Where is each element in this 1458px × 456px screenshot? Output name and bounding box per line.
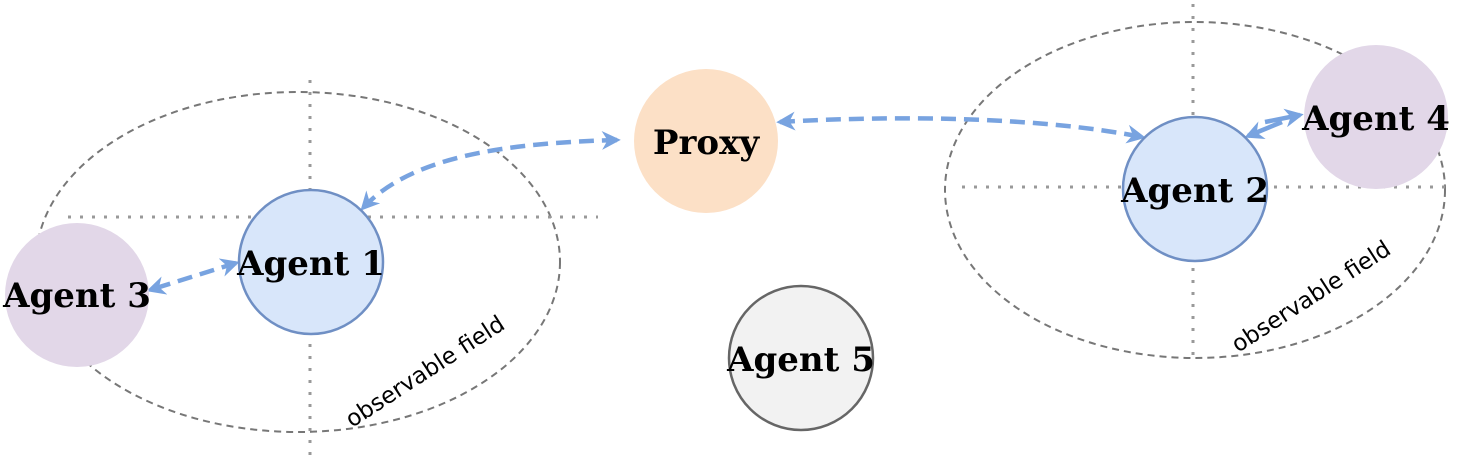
- node-agent3: Agent 3: [2, 223, 151, 367]
- communication-links: [146, 111, 1146, 295]
- node-agent1: Agent 1: [236, 188, 385, 336]
- node-agent1-label: Agent 1: [236, 244, 385, 284]
- node-agent2-circle: [1121, 115, 1269, 263]
- node-agent3-label: Agent 3: [2, 276, 151, 316]
- link-proxy-agent1: [360, 130, 621, 211]
- node-agent4-circle: [1304, 45, 1448, 189]
- link-agent1-agent3: [146, 258, 240, 295]
- node-proxy-circle: [634, 69, 778, 213]
- field-label-left: observable field: [341, 311, 510, 433]
- link-proxy-agent2: [776, 111, 1146, 144]
- node-agent5-label: Agent 5: [726, 340, 875, 380]
- node-agent4-label: Agent 4: [1301, 99, 1450, 139]
- node-agent1-circle: [237, 188, 385, 336]
- node-proxy-label: Proxy: [653, 123, 760, 163]
- node-agent5-circle: [727, 284, 875, 432]
- node-proxy: Proxy: [634, 69, 778, 213]
- field-label-right: observable field: [1227, 236, 1396, 358]
- node-agent2-label: Agent 2: [1120, 171, 1269, 211]
- link-agent2-agent4: [1244, 108, 1304, 139]
- field-boundary-right: [944, 21, 1446, 359]
- link-agent2-agent4-lower: [1244, 119, 1283, 139]
- node-agent4: Agent 4: [1301, 45, 1450, 189]
- node-agent2: Agent 2: [1120, 115, 1269, 263]
- link-agent2-agent4-upper: [1264, 108, 1304, 128]
- node-agent5: Agent 5: [726, 284, 875, 432]
- node-agent3-circle: [5, 223, 149, 367]
